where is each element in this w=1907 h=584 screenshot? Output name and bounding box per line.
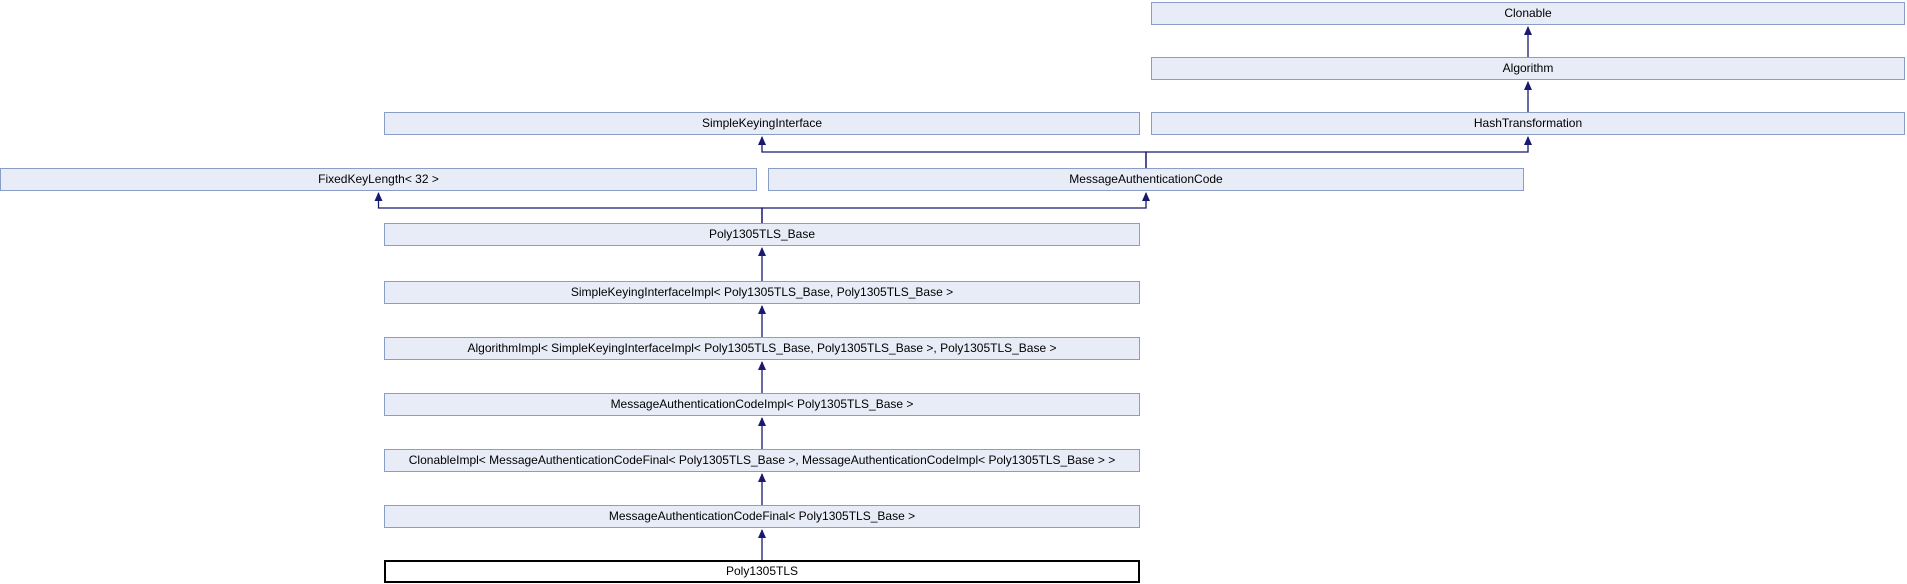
class-node-base[interactable]: Poly1305TLS_Base — [384, 223, 1140, 246]
class-node-algimpl[interactable]: AlgorithmImpl< SimpleKeyingInterfaceImpl… — [384, 337, 1140, 360]
class-node-skiimpl[interactable]: SimpleKeyingInterfaceImpl< Poly1305TLS_B… — [384, 281, 1140, 304]
arrowhead-icon — [758, 136, 766, 145]
arrowhead-icon — [758, 361, 766, 370]
arrowhead-icon — [758, 529, 766, 538]
arrowhead-icon — [758, 473, 766, 482]
class-node-ht[interactable]: HashTransformation — [1151, 112, 1905, 135]
arrowhead-icon — [374, 192, 383, 201]
arrowhead-icon — [758, 305, 766, 314]
inheritance-arrow-line — [377, 193, 763, 223]
class-node-ski[interactable]: SimpleKeyingInterface — [384, 112, 1140, 135]
arrowhead-icon — [1524, 81, 1532, 90]
arrowhead-icon — [758, 247, 766, 256]
class-node-fkl[interactable]: FixedKeyLength< 32 > — [0, 168, 757, 191]
class-node-algorithm[interactable]: Algorithm — [1151, 57, 1905, 80]
inheritance-arrow-line — [761, 137, 1147, 168]
class-node-poly: Poly1305TLS — [384, 560, 1140, 583]
class-node-mac[interactable]: MessageAuthenticationCode — [768, 168, 1524, 191]
class-node-clonable[interactable]: Clonable — [1151, 2, 1905, 25]
class-node-macimpl[interactable]: MessageAuthenticationCodeImpl< Poly1305T… — [384, 393, 1140, 416]
inheritance-arrow-line — [1145, 137, 1529, 168]
class-node-macfinal[interactable]: MessageAuthenticationCodeFinal< Poly1305… — [384, 505, 1140, 528]
arrowhead-icon — [1524, 136, 1532, 145]
arrowhead-icon — [1142, 192, 1150, 201]
arrowhead-icon — [758, 417, 766, 426]
class-node-clonimpl[interactable]: ClonableImpl< MessageAuthenticationCodeF… — [384, 449, 1140, 472]
inheritance-arrow-line — [761, 193, 1147, 223]
arrowhead-icon — [1524, 26, 1532, 35]
